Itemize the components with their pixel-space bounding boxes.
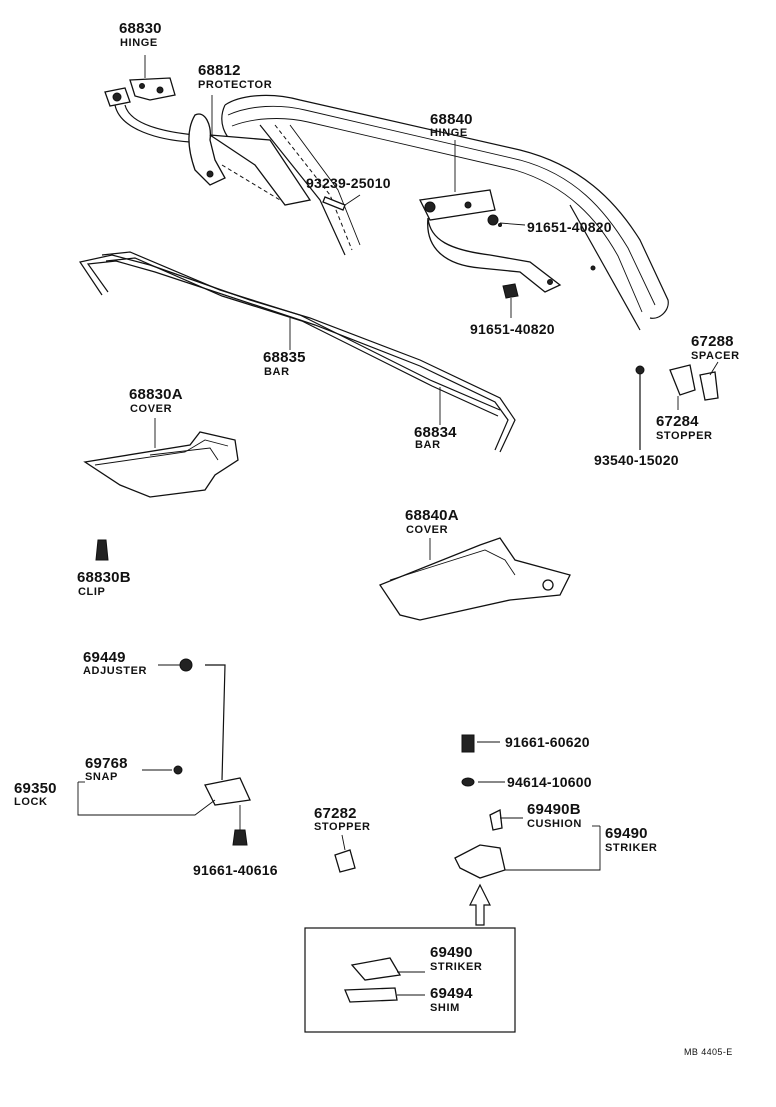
part-number-69449: 69449 — [83, 649, 126, 666]
part-number-68830A: 68830A — [129, 386, 183, 403]
part-name-stopper-67282: STOPPER — [314, 821, 371, 833]
trunk-lid-outline — [221, 94, 669, 331]
part-number-67284: 67284 — [656, 413, 699, 430]
part-number-68830B: 68830B — [77, 569, 131, 586]
part-name-bar-68834: BAR — [415, 439, 441, 451]
part-number-69490B: 69490B — [527, 801, 581, 818]
part-number-69350: 69350 — [14, 780, 57, 797]
part-name-spacer: SPACER — [691, 350, 740, 362]
bolt-93239-drawing — [322, 194, 361, 211]
part-number-68840A: 68840A — [405, 507, 459, 524]
part-number-91651-40820-upper: 91651-40820 — [527, 219, 612, 235]
torsion-bars-drawing — [79, 251, 516, 453]
part-name-adjuster: ADJUSTER — [83, 665, 148, 677]
part-name-lock: LOCK — [14, 796, 48, 808]
part-name-hinge-68840: HINGE — [430, 127, 468, 139]
part-number-68834: 68834 — [414, 424, 457, 441]
part-name-protector: PROTECTOR — [198, 79, 273, 91]
stopper-assembly-drawing — [635, 361, 719, 450]
part-number-91661-40616: 91661-40616 — [193, 862, 278, 878]
hinge-68840-drawing — [419, 140, 562, 293]
part-name-striker: STRIKER — [605, 842, 658, 854]
hinge-68830-drawing — [104, 77, 226, 186]
stopper-67282-drawing — [334, 834, 356, 873]
protector-68812-drawing — [209, 95, 312, 206]
part-number-91661-60620: 91661-60620 — [505, 734, 590, 750]
clip-68830B-drawing — [95, 539, 109, 561]
part-number-68840: 68840 — [430, 111, 473, 128]
part-number-68835: 68835 — [263, 349, 306, 366]
part-number-93239-25010: 93239-25010 — [306, 175, 391, 191]
part-number-68812: 68812 — [198, 62, 241, 79]
part-number-67282: 67282 — [314, 805, 357, 822]
part-name-stopper-67284: STOPPER — [656, 430, 713, 442]
lock-69350-drawing — [77, 658, 251, 846]
part-number-93540-15020: 93540-15020 — [594, 452, 679, 468]
part-name-bar-68835: BAR — [264, 366, 290, 378]
part-name-cover-68830A: COVER — [130, 403, 173, 415]
part-number-68830: 68830 — [119, 20, 162, 37]
part-name-cover-68840A: COVER — [406, 524, 449, 536]
cover-68840A-drawing — [379, 537, 571, 621]
inset-part-name-shim: SHIM — [430, 1002, 460, 1014]
inset-part-number-69490: 69490 — [430, 944, 473, 961]
range-inset-box — [304, 927, 516, 1033]
part-number-94614-10600: 94614-10600 — [507, 774, 592, 790]
part-name-clip: CLIP — [78, 586, 106, 598]
striker-69490-drawing — [454, 734, 601, 926]
part-name-snap: SNAP — [85, 771, 118, 783]
diagram-code: MB 4405-E — [684, 1047, 733, 1057]
part-name-hinge-68830: HINGE — [120, 37, 158, 49]
part-number-69490: 69490 — [605, 825, 648, 842]
part-number-67288: 67288 — [691, 333, 734, 350]
part-number-91651-40820-lower: 91651-40820 — [470, 321, 555, 337]
part-number-69768: 69768 — [85, 755, 128, 772]
bolt-91651-lower-drawing — [502, 283, 519, 318]
cover-68830A-drawing — [83, 418, 239, 498]
inset-part-name-striker: STRIKER — [430, 961, 483, 973]
part-name-cushion: CUSHION — [527, 818, 582, 830]
inset-part-number-69494: 69494 — [430, 985, 473, 1002]
